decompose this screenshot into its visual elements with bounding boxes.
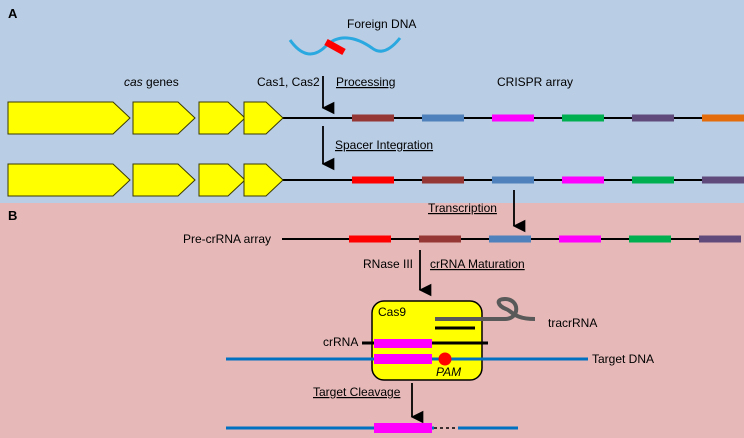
processing-label: Processing <box>336 75 395 89</box>
cas1-cas2-gene <box>243 101 284 135</box>
pre-crrna-spacer-6 <box>699 235 741 243</box>
spacer-row2-4 <box>562 176 604 184</box>
pam-label: PAM <box>436 365 461 379</box>
pam-site <box>438 352 452 366</box>
crrna-guide-segment <box>374 339 432 348</box>
tracrrna-strand <box>435 296 536 321</box>
cas-gene-3-row2 <box>198 163 246 197</box>
spacer-row2-6 <box>702 176 744 184</box>
pre-crrna-spacer-5 <box>629 235 671 243</box>
spacer-integration-label: Spacer Integration <box>335 138 433 152</box>
target-cleavage-label: Target Cleavage <box>313 385 401 399</box>
foreign-dna-strand <box>288 36 402 56</box>
tracrrna-label: tracrRNA <box>548 316 597 330</box>
crispr-array-label: CRISPR array <box>497 75 573 89</box>
spacer-row1-5 <box>632 114 674 122</box>
pre-crrna-spacer-4 <box>559 235 601 243</box>
cas-gene-2 <box>132 101 196 135</box>
spacer-row1-2 <box>422 114 464 122</box>
cas9-label: Cas9 <box>378 305 406 319</box>
cas-gene-2-row2 <box>132 163 196 197</box>
cleaved-protospacer-segment <box>374 423 432 433</box>
panel-b-letter: B <box>8 208 17 223</box>
spacer-row2-2 <box>422 176 464 184</box>
cas-genes-label: cas genes <box>124 75 179 89</box>
cas-gene-1 <box>7 101 131 135</box>
spacer-row1-4 <box>562 114 604 122</box>
cas-gene-1-row2 <box>7 163 131 197</box>
transcription-label: Transcription <box>428 201 497 215</box>
spacer-row2-5 <box>632 176 674 184</box>
target-dna-label: Target DNA <box>592 352 654 366</box>
crispr-spacers-row1 <box>352 114 744 122</box>
cas1-cas2-label: Cas1, Cas2 <box>257 75 320 89</box>
panel-a-letter: A <box>8 6 18 21</box>
pre-crrna-array-label: Pre-crRNA array <box>183 232 271 246</box>
pre-crrna-spacer-1 <box>349 235 391 243</box>
crrna-label: crRNA <box>323 335 358 349</box>
spacer-row1-3 <box>492 114 534 122</box>
crrna-maturation-label: crRNA Maturation <box>430 257 525 271</box>
spacer-row1-6 <box>702 114 744 122</box>
crispr-spacers-row2 <box>352 176 744 184</box>
pre-crrna-spacer-3 <box>489 235 531 243</box>
cas1-cas2-gene-row2 <box>243 163 284 197</box>
target-dna-protospacer <box>374 354 432 364</box>
spacer-row2-1 <box>352 176 394 184</box>
foreign-dna-spacer-segment <box>324 38 346 56</box>
spacer-row2-3 <box>492 176 534 184</box>
rnase-iii-label: RNase III <box>363 257 413 271</box>
pre-crrna-spacers <box>349 235 741 243</box>
cas-gene-3 <box>198 101 246 135</box>
pre-crrna-spacer-2 <box>419 235 461 243</box>
foreign-dna-label: Foreign DNA <box>347 17 416 31</box>
panel-a-background <box>0 0 744 203</box>
spacer-row1-1 <box>352 114 394 122</box>
